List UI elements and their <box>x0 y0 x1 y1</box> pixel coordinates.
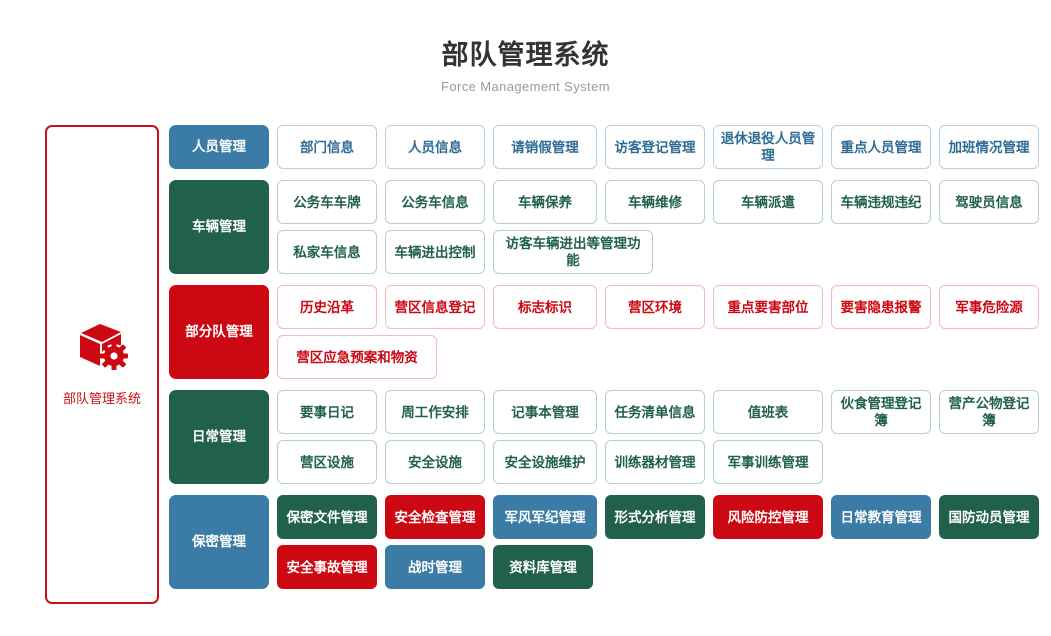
module-tile[interactable]: 访客车辆进出等管理功能 <box>493 230 653 274</box>
module-group: 车辆管理公务车车牌公务车信息车辆保养车辆维修车辆派遣车辆违规违纪驾驶员信息私家车… <box>169 180 1039 280</box>
module-tile[interactable]: 重点要害部位 <box>713 285 823 329</box>
module-tile[interactable]: 驾驶员信息 <box>939 180 1039 224</box>
module-tile[interactable]: 记事本管理 <box>493 390 597 434</box>
module-rows: 公务车车牌公务车信息车辆保养车辆维修车辆派遣车辆违规违纪驾驶员信息私家车信息车辆… <box>277 180 1047 280</box>
module-rows: 保密文件管理安全检查管理军风军纪管理形式分析管理风险防控管理日常教育管理国防动员… <box>277 495 1047 595</box>
category-tile[interactable]: 车辆管理 <box>169 180 269 274</box>
module-tile[interactable]: 安全检查管理 <box>385 495 485 539</box>
module-tile[interactable]: 营产公物登记簿 <box>939 390 1039 434</box>
module-tile[interactable]: 请销假管理 <box>493 125 597 169</box>
module-tile[interactable]: 资料库管理 <box>493 545 593 589</box>
module-tile[interactable]: 任务清单信息 <box>605 390 705 434</box>
module-row: 部门信息人员信息请销假管理访客登记管理退休退役人员管理重点人员管理加班情况管理 <box>277 125 1047 175</box>
module-tile[interactable]: 人员信息 <box>385 125 485 169</box>
module-tile[interactable]: 军事危险源 <box>939 285 1039 329</box>
module-tile[interactable]: 营区应急预案和物资 <box>277 335 437 379</box>
module-tile[interactable]: 私家车信息 <box>277 230 377 274</box>
module-tile[interactable]: 国防动员管理 <box>939 495 1039 539</box>
sidebar-brand-panel[interactable]: 部队管理系统 <box>45 125 159 604</box>
module-group: 保密管理保密文件管理安全检查管理军风军纪管理形式分析管理风险防控管理日常教育管理… <box>169 495 1039 595</box>
module-rows: 历史沿革营区信息登记标志标识营区环境重点要害部位要害隐患报警军事危险源营区应急预… <box>277 285 1047 385</box>
module-tile[interactable]: 战时管理 <box>385 545 485 589</box>
module-rows: 要事日记周工作安排记事本管理任务清单信息值班表伙食管理登记簿营产公物登记簿营区设… <box>277 390 1047 490</box>
module-tile[interactable]: 伙食管理登记簿 <box>831 390 931 434</box>
module-row: 营区应急预案和物资 <box>277 335 1047 385</box>
module-tile[interactable]: 营区信息登记 <box>385 285 485 329</box>
content-area: 部队管理系统 人员管理部门信息人员信息请销假管理访客登记管理退休退役人员管理重点… <box>0 125 1051 604</box>
module-groups: 人员管理部门信息人员信息请销假管理访客登记管理退休退役人员管理重点人员管理加班情… <box>169 125 1039 600</box>
module-tile[interactable]: 公务车信息 <box>385 180 485 224</box>
category-tile[interactable]: 日常管理 <box>169 390 269 484</box>
module-tile[interactable]: 公务车车牌 <box>277 180 377 224</box>
page-title: 部队管理系统 <box>441 40 610 70</box>
module-tile[interactable]: 标志标识 <box>493 285 597 329</box>
module-row: 安全事故管理战时管理资料库管理 <box>277 545 1047 595</box>
module-group: 人员管理部门信息人员信息请销假管理访客登记管理退休退役人员管理重点人员管理加班情… <box>169 125 1039 175</box>
category-tile[interactable]: 保密管理 <box>169 495 269 589</box>
module-row: 公务车车牌公务车信息车辆保养车辆维修车辆派遣车辆违规违纪驾驶员信息 <box>277 180 1047 230</box>
module-tile[interactable]: 周工作安排 <box>385 390 485 434</box>
module-tile[interactable]: 营区环境 <box>605 285 705 329</box>
module-tile[interactable]: 部门信息 <box>277 125 377 169</box>
module-group: 日常管理要事日记周工作安排记事本管理任务清单信息值班表伙食管理登记簿营产公物登记… <box>169 390 1039 490</box>
module-rows: 部门信息人员信息请销假管理访客登记管理退休退役人员管理重点人员管理加班情况管理 <box>277 125 1047 175</box>
module-tile[interactable]: 加班情况管理 <box>939 125 1039 169</box>
module-tile[interactable]: 车辆违规违纪 <box>831 180 931 224</box>
module-tile[interactable]: 车辆维修 <box>605 180 705 224</box>
module-row: 营区设施安全设施安全设施维护训练器材管理军事训练管理 <box>277 440 1047 490</box>
sidebar-brand-label: 部队管理系统 <box>62 391 141 406</box>
module-tile[interactable]: 形式分析管理 <box>605 495 705 539</box>
module-tile[interactable]: 历史沿革 <box>277 285 377 329</box>
module-tile[interactable]: 要害隐患报警 <box>831 285 931 329</box>
page-subtitle: Force Management System <box>441 79 610 94</box>
module-tile[interactable]: 退休退役人员管理 <box>713 125 823 169</box>
module-tile[interactable]: 安全事故管理 <box>277 545 377 589</box>
module-group: 部分队管理历史沿革营区信息登记标志标识营区环境重点要害部位要害隐患报警军事危险源… <box>169 285 1039 385</box>
module-tile[interactable]: 风险防控管理 <box>713 495 823 539</box>
module-tile[interactable]: 车辆保养 <box>493 180 597 224</box>
module-row: 要事日记周工作安排记事本管理任务清单信息值班表伙食管理登记簿营产公物登记簿 <box>277 390 1047 440</box>
category-tile[interactable]: 人员管理 <box>169 125 269 169</box>
module-tile[interactable]: 重点人员管理 <box>831 125 931 169</box>
module-tile[interactable]: 军事训练管理 <box>713 440 823 484</box>
module-tile[interactable]: 营区设施 <box>277 440 377 484</box>
module-tile[interactable]: 车辆进出控制 <box>385 230 485 274</box>
module-tile[interactable]: 军风军纪管理 <box>493 495 597 539</box>
module-tile[interactable]: 访客登记管理 <box>605 125 705 169</box>
module-tile[interactable]: 保密文件管理 <box>277 495 377 539</box>
module-tile[interactable]: 训练器材管理 <box>605 440 705 484</box>
module-tile[interactable]: 安全设施维护 <box>493 440 597 484</box>
module-tile[interactable]: 安全设施 <box>385 440 485 484</box>
category-tile[interactable]: 部分队管理 <box>169 285 269 379</box>
module-tile[interactable]: 车辆派遣 <box>713 180 823 224</box>
module-tile[interactable]: 要事日记 <box>277 390 377 434</box>
module-row: 历史沿革营区信息登记标志标识营区环境重点要害部位要害隐患报警军事危险源 <box>277 285 1047 335</box>
module-row: 保密文件管理安全检查管理军风军纪管理形式分析管理风险防控管理日常教育管理国防动员… <box>277 495 1047 545</box>
module-row: 私家车信息车辆进出控制访客车辆进出等管理功能 <box>277 230 1047 280</box>
module-tile[interactable]: 日常教育管理 <box>831 495 931 539</box>
page-header: 部队管理系统 Force Management System <box>0 0 1051 96</box>
cube-gear-icon <box>75 321 129 376</box>
module-tile[interactable]: 值班表 <box>713 390 823 434</box>
